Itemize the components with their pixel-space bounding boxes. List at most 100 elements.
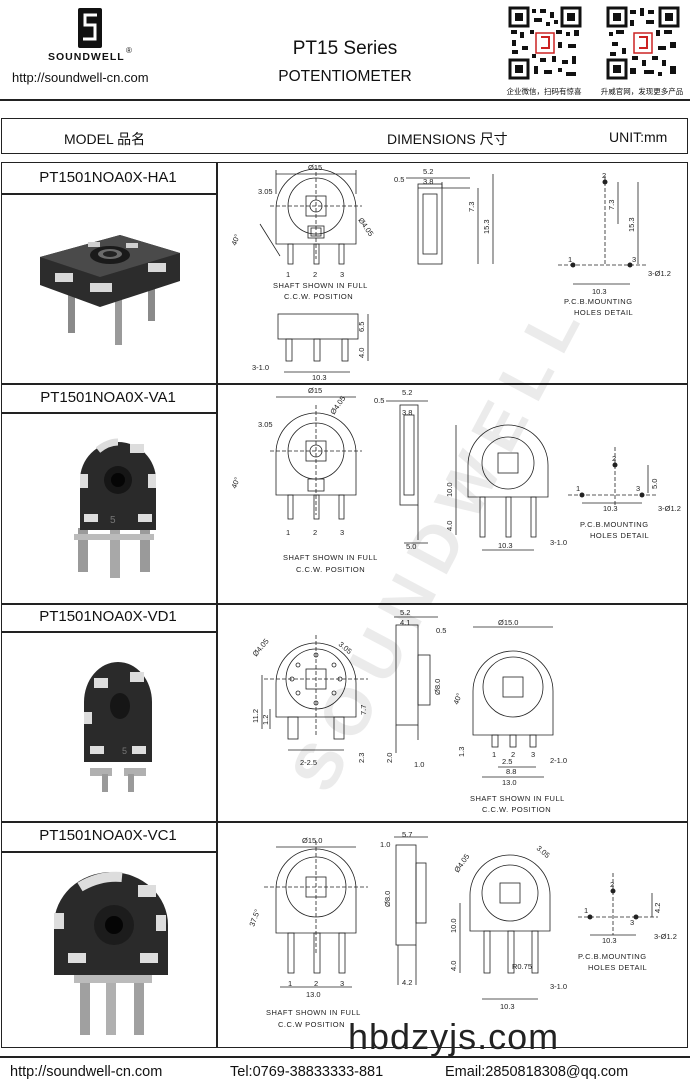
label: 15.3 [627,217,636,232]
label: 7.3 [467,202,476,212]
caption: SHAFT SHOWN IN FULL [266,1008,361,1017]
label: 8.8 [506,767,516,776]
label: 7.3 [607,200,616,210]
label: 5.2 [402,388,412,397]
label: 2-2.5 [300,758,317,767]
drawing-ha1: Ø15 3.05 Ø4.05 40° 1 2 3 SHAFT SHOWN IN … [229,164,671,382]
label: Ø8.0 [383,891,392,907]
label: 1.0 [414,760,424,769]
caption: P.C.B.MOUNTING [578,952,647,961]
label: 3.05 [535,844,552,860]
caption: SHAFT SHOWN IN FULL [283,553,378,562]
soundwell-logo-icon [78,8,102,48]
website-qr-caption: 升威官网，发现更多产品 [600,87,684,96]
caption: P.C.B.MOUNTING [564,297,633,306]
drawing-vd1: Ø4.05 3.05 11.2 1.2 7.7 2-2.5 2.3 2.0 5.… [251,608,567,814]
series-title: PT15 Series [292,38,398,59]
label: 5.2 [400,608,410,617]
label: 1 [584,906,588,915]
registered-mark: ® [126,46,132,55]
product-grid [1,162,688,1048]
label: 11.2 [251,709,260,723]
svg-text:5: 5 [122,746,127,756]
label: 40° [451,692,463,706]
label: 7.7 [359,705,368,715]
label: 3 [630,918,634,927]
label: 40° [229,233,241,247]
label: 2.0 [385,753,394,763]
label: 3-1.0 [252,363,269,372]
label: 1 [286,528,290,537]
label: 1 [568,255,572,264]
caption: SHAFT SHOWN IN FULL [470,794,565,803]
drawing-va1: Ø15 Ø4.05 3.05 40° 1 2 3 SHAFT SHOWN IN … [229,386,681,574]
page-header: SOUNDWELL ® http://soundwell-cn.com PT15… [0,0,690,100]
label: 1.3 [457,747,466,757]
page-footer: http://soundwell-cn.com Tel:0769-3883333… [0,1060,690,1084]
caption: C.C.W. POSITION [284,292,353,301]
label: 2 [511,750,515,759]
product-photo-ha1 [40,235,180,345]
dimensions-column-label: DIMENSIONS 尺寸 [387,131,508,147]
label: Ø4.05 [251,637,271,658]
footer-email[interactable]: Email:2850818308@qq.com [445,1064,629,1080]
label: 40° [229,476,241,490]
caption: P.C.B.MOUNTING [580,520,649,529]
label: 1 [286,270,290,279]
label: 4.1 [400,618,410,627]
label: 2-1.0 [550,756,567,765]
product-name-va1: PT1501NOA0X-VA1 [40,389,176,406]
product-name-vc1: PT1501NOA0X-VC1 [39,827,177,844]
row-divider [1,383,688,385]
label: 10.3 [603,504,618,513]
product-photo-vc1 [53,871,169,1035]
label: 3-Ø1.2 [654,932,677,941]
label: 6.5 [357,322,366,332]
label: 3 [340,270,344,279]
label: 3.8 [423,177,433,186]
name-cell-divider [1,851,217,853]
svg-text:5: 5 [110,515,116,526]
website-qr-icon [606,6,680,80]
product-photo-vd1: 5 [84,661,152,792]
label: 2 [313,528,317,537]
footer-website[interactable]: http://soundwell-cn.com [10,1064,163,1080]
label: 3-1.0 [550,538,567,547]
caption: HOLES DETAIL [590,531,649,540]
caption: HOLES DETAIL [574,308,633,317]
label: 1 [576,484,580,493]
label: 3-Ø1.2 [648,269,671,278]
label: 2 [612,454,616,463]
column-header: MODEL 品名 DIMENSIONS 尺寸 UNIT:mm [1,118,688,154]
product-name-vd1: PT1501NOA0X-VD1 [39,608,177,625]
name-cell-divider [1,412,217,414]
footer-divider [0,1056,690,1058]
label: 1.0 [380,840,390,849]
label: 2.5 [502,757,512,766]
label: 2 [313,270,317,279]
header-website[interactable]: http://soundwell-cn.com [12,70,149,85]
label: 10.3 [312,373,327,382]
label: Ø4.05 [356,216,375,238]
label: Ø8.0 [433,679,442,695]
model-column-label: MODEL 品名 [64,131,146,147]
product-name-ha1: PT1501NOA0X-HA1 [39,169,177,186]
label: Ø15.0 [302,836,322,845]
caption: SHAFT SHOWN IN FULL [273,281,368,290]
header-divider [0,99,690,101]
label: 3 [632,255,636,264]
grid-vertical-divider [216,162,218,1048]
label: 10.3 [592,287,607,296]
label: 4.2 [402,978,412,987]
wechat-qr-icon [508,6,582,80]
row-divider [1,603,688,605]
label: 5.2 [423,167,433,176]
label: 3.05 [258,187,273,196]
label: 2 [314,979,318,988]
label: 4.0 [357,348,366,358]
label: 3 [531,750,535,759]
label: 1 [492,750,496,759]
label: 3 [340,979,344,988]
label: 5.0 [650,479,659,489]
overlay-site-mark: hbdzyjs.com [348,1016,560,1057]
